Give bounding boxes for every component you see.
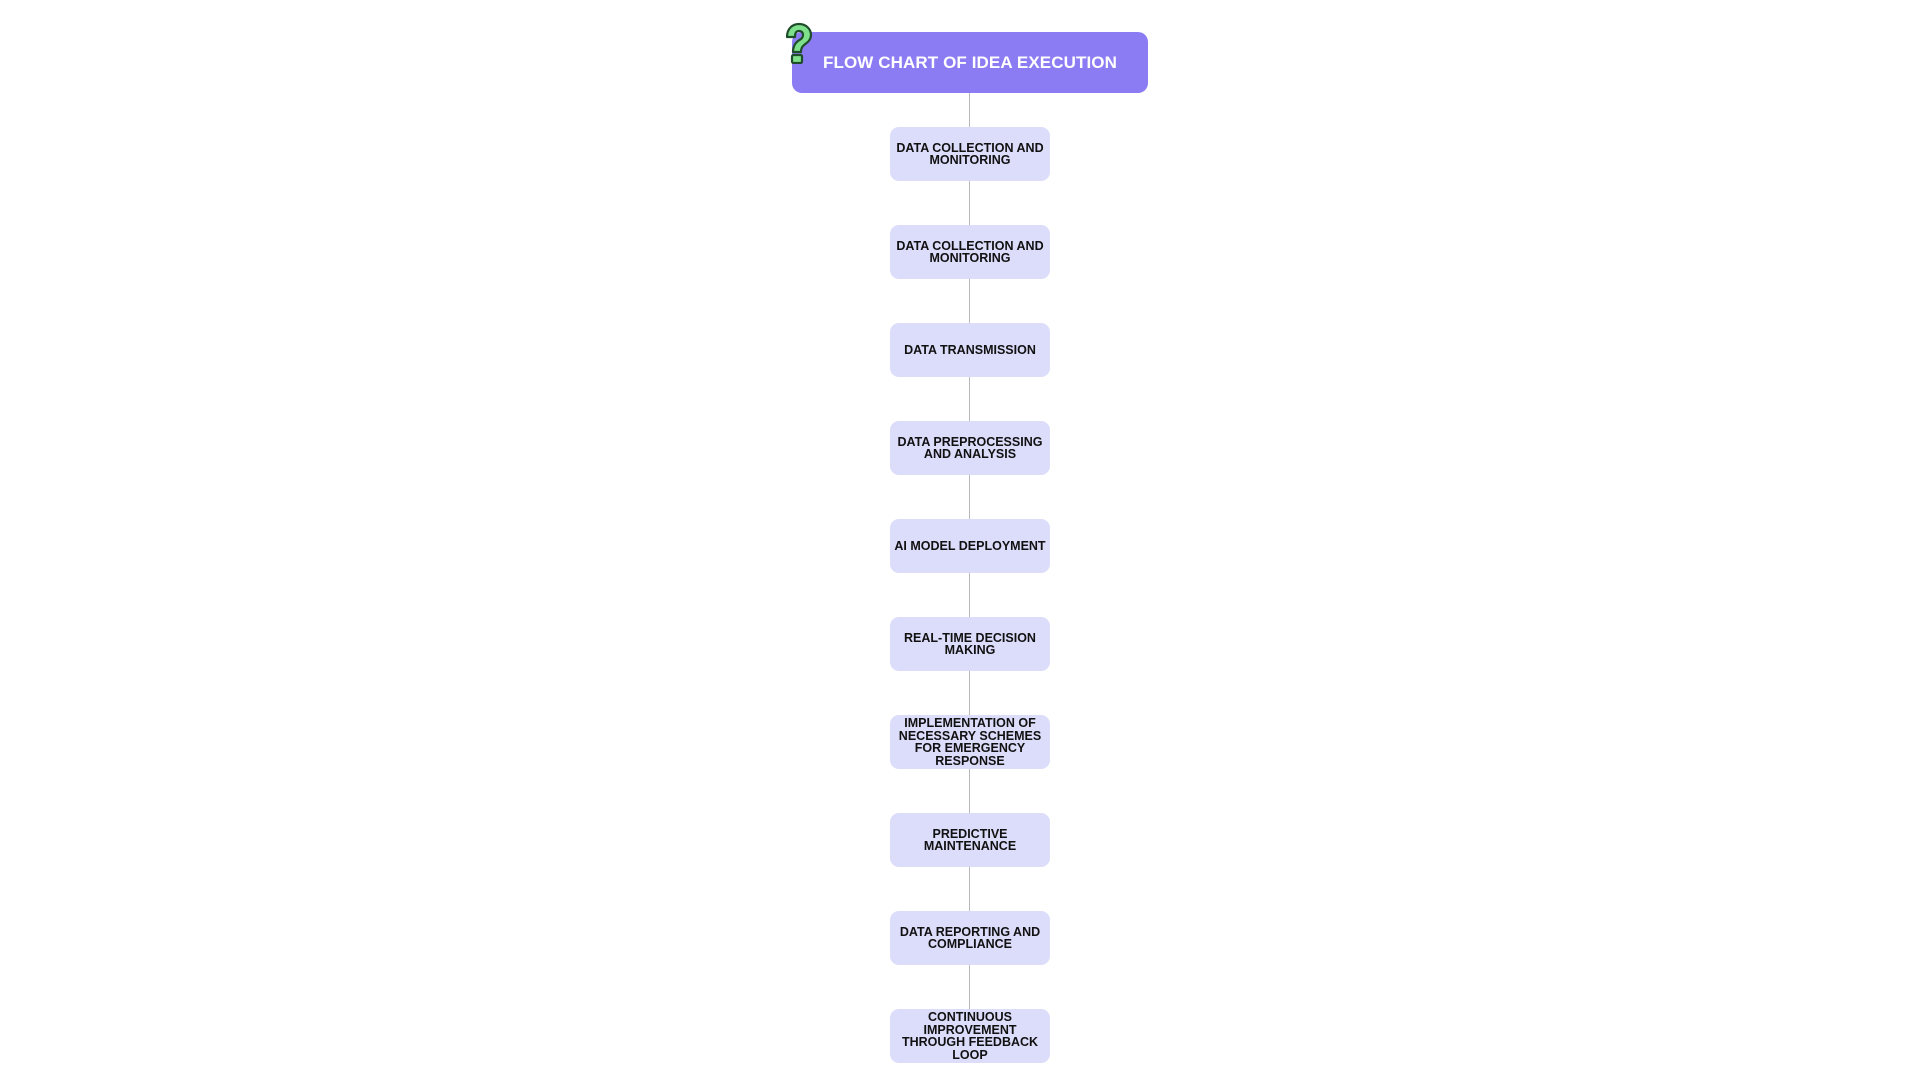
connector-line <box>969 867 970 911</box>
flow-step: AI MODEL DEPLOYMENT <box>890 519 1050 573</box>
flow-step-label: AI MODEL DEPLOYMENT <box>894 538 1046 553</box>
connector-line <box>969 769 970 813</box>
question-mark-icon <box>785 22 813 64</box>
flow-step: IMPLEMENTATION OF NECESSARY SCHEMES FOR … <box>890 715 1050 769</box>
connector-line <box>969 573 970 617</box>
flow-step: DATA COLLECTION AND MONITORING <box>890 225 1050 279</box>
flow-step-label: IMPLEMENTATION OF NECESSARY SCHEMES FOR … <box>898 716 1042 768</box>
flow-step-label: DATA COLLECTION AND MONITORING <box>896 238 1044 265</box>
flow-step: DATA REPORTING AND COMPLIANCE <box>890 911 1050 965</box>
connector-line <box>969 279 970 323</box>
connector-line <box>969 181 970 225</box>
flow-step-label: DATA TRANSMISSION <box>904 342 1036 357</box>
flow-step: PREDICTIVE MAINTENANCE <box>890 813 1050 867</box>
flow-step-label: DATA PREPROCESSING AND ANALYSIS <box>897 434 1043 461</box>
connector-line <box>969 965 970 1009</box>
flow-step-label: DATA REPORTING AND COMPLIANCE <box>899 924 1041 951</box>
connector-line <box>969 475 970 519</box>
connector-line <box>969 93 970 127</box>
flow-step: REAL-TIME DECISION MAKING <box>890 617 1050 671</box>
flow-step-label: CONTINUOUS IMPROVEMENT THROUGH FEEDBACK … <box>901 1010 1039 1062</box>
flow-step: DATA COLLECTION AND MONITORING <box>890 127 1050 181</box>
connector-line <box>969 671 970 715</box>
flow-step: CONTINUOUS IMPROVEMENT THROUGH FEEDBACK … <box>890 1009 1050 1063</box>
connector-line <box>969 377 970 421</box>
flowchart-title: FLOW CHART OF IDEA EXECUTION <box>792 32 1148 93</box>
flow-step-label: DATA COLLECTION AND MONITORING <box>896 140 1044 167</box>
flow-step: DATA PREPROCESSING AND ANALYSIS <box>890 421 1050 475</box>
flow-step-label: REAL-TIME DECISION MAKING <box>904 630 1036 657</box>
flow-step-label: PREDICTIVE MAINTENANCE <box>923 826 1017 853</box>
flow-step: DATA TRANSMISSION <box>890 323 1050 377</box>
title-text: FLOW CHART OF IDEA EXECUTION <box>823 52 1117 72</box>
